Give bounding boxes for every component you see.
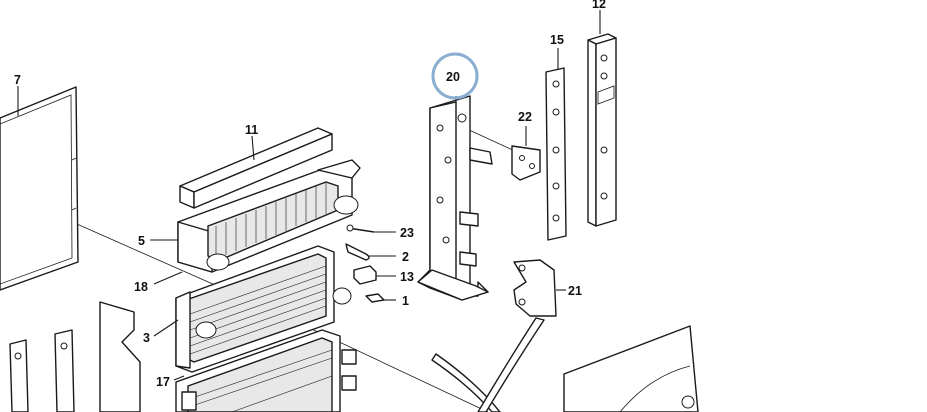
callout-17[interactable]: 17 [156,375,170,389]
callout-12[interactable]: 12 [592,0,606,11]
callout-11[interactable]: 11 [245,123,258,137]
part-2-clip[interactable] [345,243,370,261]
part-20-side-member[interactable] [417,95,493,301]
part-5-charge-air-cooler[interactable] [177,159,361,273]
callout-1[interactable]: 1 [402,294,409,308]
callout-20-highlight-ring [431,52,479,100]
callout-5[interactable]: 5 [138,234,145,248]
part-12-vertical-beam[interactable] [587,33,617,227]
part-22-plate-bracket[interactable] [511,145,541,181]
callout-labels: 7 11 5 18 3 17 20 22 15 12 23 2 13 1 21 [14,0,606,389]
left-lower-brackets[interactable] [9,301,141,412]
lower-hose-pipe[interactable] [431,317,545,412]
fan-shroud[interactable] [563,325,699,412]
leader-lines [17,10,601,381]
part-21-bracket-plate[interactable] [513,259,557,317]
part-7-screen-frame[interactable] [0,86,79,291]
part-17-fins [191,349,333,412]
callout-15[interactable]: 15 [550,33,564,47]
callout-22[interactable]: 22 [518,110,532,124]
part-13-block[interactable] [353,265,377,285]
part-3-radiator[interactable] [175,245,352,373]
part-1-fastener[interactable] [365,293,385,303]
callout-23[interactable]: 23 [400,226,414,240]
callout-3[interactable]: 3 [143,331,150,345]
part-11-top-bar[interactable] [179,127,333,209]
part-15-vertical-strip[interactable] [545,67,567,241]
callout-20[interactable]: 20 [446,70,460,84]
part-17-lower-cooler[interactable] [175,329,357,412]
callout-18[interactable]: 18 [134,280,148,294]
part-5-fins [215,183,327,258]
part-3-fins [189,265,327,355]
callout-13[interactable]: 13 [400,270,414,284]
part-23-bolt[interactable] [346,224,375,233]
callout-21[interactable]: 21 [568,284,582,298]
callout-2[interactable]: 2 [402,250,409,264]
callout-7[interactable]: 7 [14,73,21,87]
